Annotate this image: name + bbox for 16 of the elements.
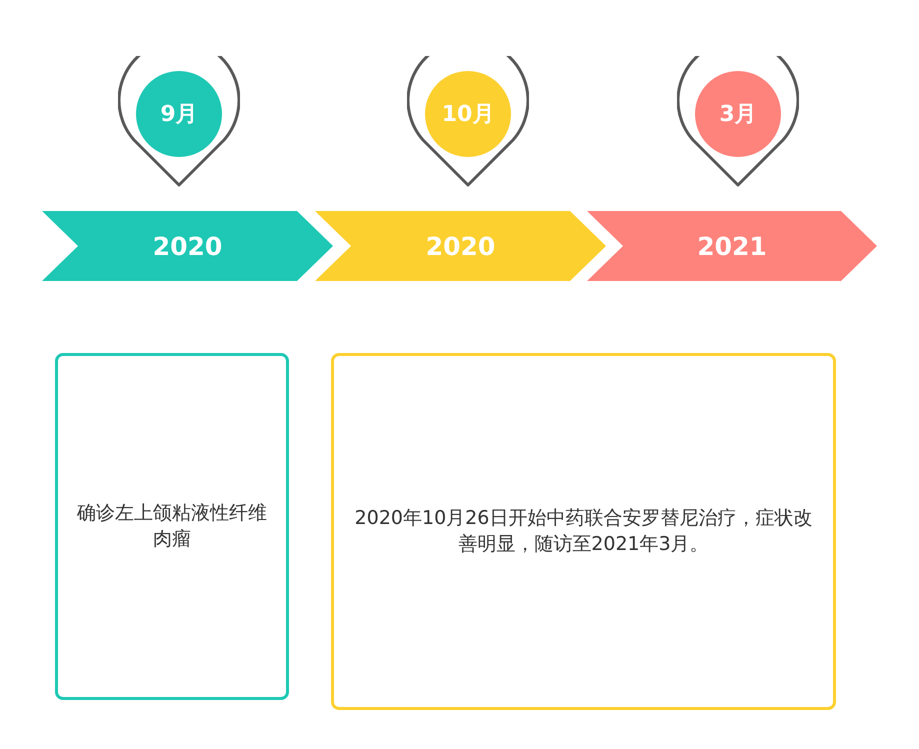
description-text: 2020年10月26日开始中药联合安罗替尼治疗，症状改善明显，随访至2021年3月。	[354, 506, 813, 556]
month-label: 10月	[440, 101, 496, 129]
description-card	[331, 353, 836, 710]
map-pin-marker	[118, 56, 240, 188]
year-label: 2021	[696, 230, 768, 262]
month-label: 9月	[159, 101, 199, 129]
map-pin-marker	[407, 56, 529, 188]
month-label: 3月	[718, 101, 758, 129]
map-pin-marker	[677, 56, 799, 188]
chevron-banner	[315, 211, 606, 281]
chevron-banner	[587, 211, 877, 281]
description-card	[55, 353, 289, 700]
description-text: 确诊左上颌粘液性纤维肉瘤	[76, 500, 268, 552]
year-label: 2020	[152, 230, 224, 262]
year-label: 2020	[424, 230, 496, 262]
chevron-banner	[42, 211, 333, 281]
